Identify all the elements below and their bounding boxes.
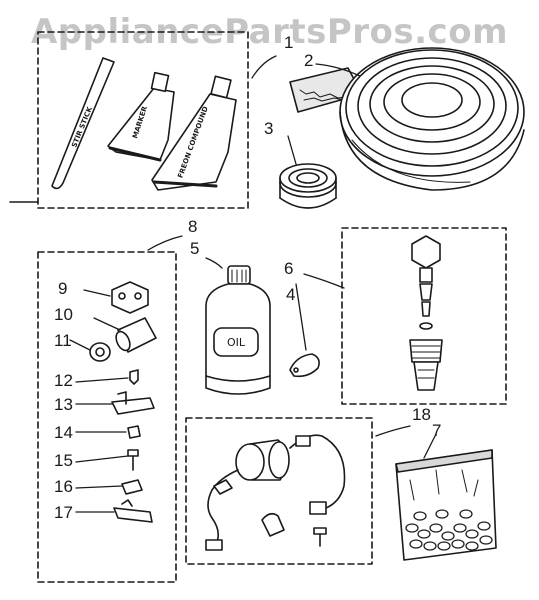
screw-small [313,527,327,547]
kit-box-8 [37,251,177,583]
svg-text:OIL: OIL [227,336,246,349]
part-number-12: 12 [54,371,73,390]
nut-16 [121,479,143,495]
marker-tube: MARKER [107,71,175,162]
mounting-clip [261,512,285,537]
part-number-6: 6 [284,259,293,278]
part-number-4: 4 [286,285,295,304]
kit-box-18 [185,417,373,565]
stir-stick: STIR STICK [51,57,115,190]
bag-pellets [405,509,493,551]
part-number-10: 10 [54,305,73,324]
part-number-5: 5 [190,239,199,258]
part-number-16: 16 [54,477,73,496]
kit-box-1 [9,31,249,209]
leader-lines [69,55,437,513]
oil-bottle: OIL [205,265,271,395]
part-number-17: 17 [54,503,73,522]
part-number-7: 7 [432,421,441,440]
part-number-8: 8 [188,217,197,236]
access-valve [409,235,443,391]
terminal-12 [129,369,139,385]
capsule [289,353,320,378]
thermal-fuse-assembly [205,434,346,551]
freon-compound-tube: FREON COMPOUND [151,75,237,191]
part-number-14: 14 [54,423,73,442]
connector-17 [113,499,153,523]
bracket-13 [111,391,155,415]
tape-roll-large [289,47,525,191]
part-number-3: 3 [264,119,273,138]
connector-block [111,281,149,314]
clip-14 [127,425,141,439]
part-number-2: 2 [304,51,313,70]
tape-roll-small [279,163,337,209]
part-number-9: 9 [58,279,67,298]
part-number-13: 13 [54,395,73,414]
part-number-11: 11 [54,331,72,350]
parts-bag [395,449,497,561]
part-number-18: 18 [412,405,431,424]
sleeve [115,317,157,353]
grommet [89,342,111,362]
screw-15 [127,449,139,471]
part-number-15: 15 [54,451,73,470]
part-number-labels: 1 2 3 4 5 6 7 8 9 10 11 12 13 14 15 16 1… [54,33,441,522]
part-number-1: 1 [284,33,293,52]
kit-box-6 [341,227,507,405]
